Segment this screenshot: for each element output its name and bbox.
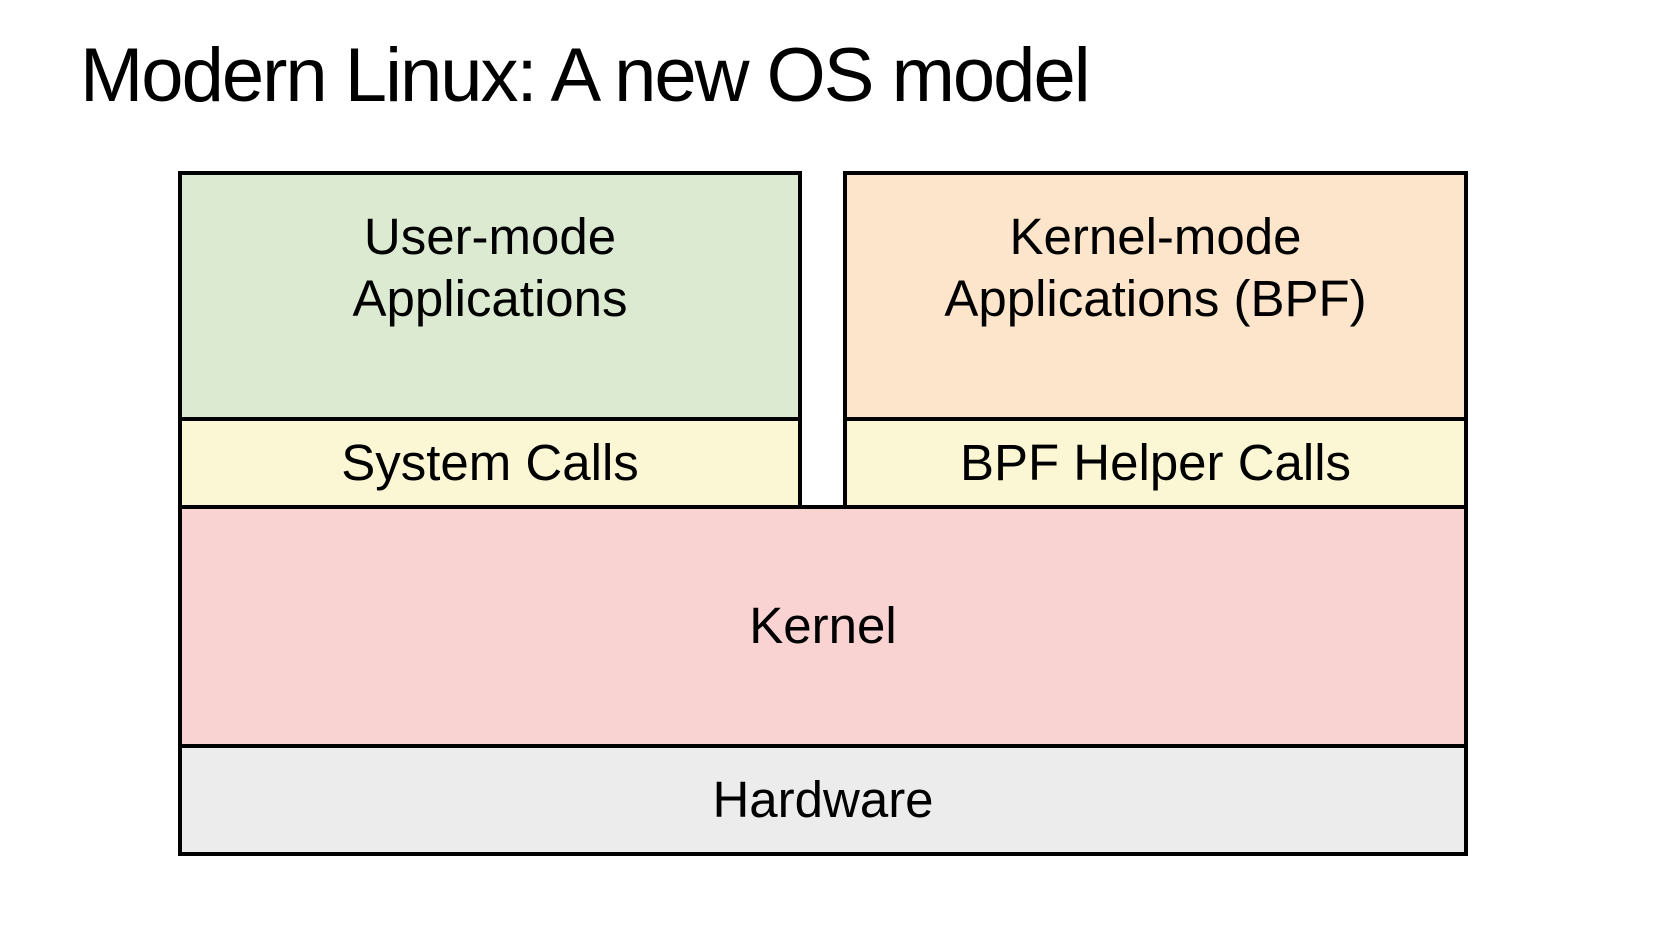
box-user-mode-applications: User-mode Applications	[178, 171, 802, 421]
box-bpf-helper-calls: BPF Helper Calls	[843, 417, 1468, 509]
box-kernel: Kernel	[178, 505, 1468, 748]
kernel-mode-applications-bpf-label: Kernel-mode Applications (BPF)	[944, 207, 1367, 327]
slide-title: Modern Linux: A new OS model	[80, 33, 1091, 118]
bpf-helper-calls-label: BPF Helper Calls	[959, 433, 1352, 491]
box-system-calls: System Calls	[178, 417, 802, 509]
hardware-label: Hardware	[712, 770, 934, 828]
box-kernel-mode-applications-bpf: Kernel-mode Applications (BPF)	[843, 171, 1468, 421]
box-hardware: Hardware	[178, 744, 1468, 856]
user-mode-applications-label: User-mode Applications	[352, 207, 628, 327]
system-calls-label: System Calls	[341, 433, 639, 491]
kernel-label: Kernel	[749, 597, 897, 655]
